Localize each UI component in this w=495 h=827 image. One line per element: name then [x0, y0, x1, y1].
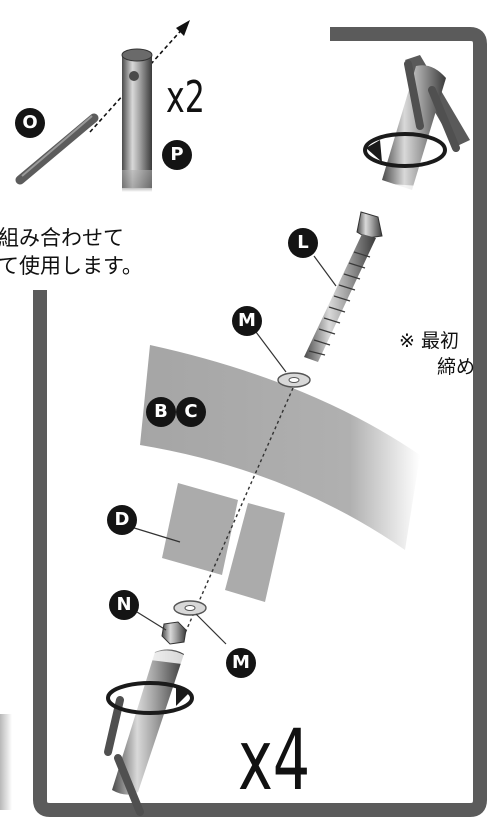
- pipe-p: [122, 51, 152, 188]
- instruction-right-line2: 締め: [437, 356, 476, 378]
- label-d: D: [107, 505, 137, 535]
- multiplier-x4: x4: [238, 711, 311, 809]
- instruction-left-line1: 組み合わせて: [0, 226, 124, 250]
- multiplier-x2: x2: [166, 72, 205, 123]
- label-b: B: [146, 397, 176, 427]
- label-o: O: [15, 108, 45, 138]
- faded-pipe-edge: [0, 714, 12, 810]
- panel-frame: [33, 27, 487, 817]
- rotate-arrow-icon: [363, 132, 447, 168]
- label-m-bottom: M: [226, 648, 256, 678]
- instruction-right-line1: ※ 最初: [399, 330, 459, 352]
- label-m-top: M: [232, 306, 262, 336]
- label-p: P: [162, 140, 192, 170]
- instruction-left-line2: て使用します。: [0, 254, 143, 278]
- nut-n: [161, 621, 187, 645]
- pin-o: [15, 113, 99, 185]
- handle-bottom: [104, 649, 194, 816]
- arrow-icon: [176, 20, 190, 36]
- label-l: L: [288, 228, 318, 258]
- bolt-axis-line: [181, 387, 294, 641]
- plate-d-right: [225, 503, 285, 602]
- handle-top: [363, 55, 470, 194]
- board-bc: [140, 345, 420, 550]
- plate-d-left: [162, 483, 238, 575]
- label-n: N: [109, 590, 139, 620]
- label-c: C: [176, 397, 206, 427]
- bolt-l: [304, 211, 383, 362]
